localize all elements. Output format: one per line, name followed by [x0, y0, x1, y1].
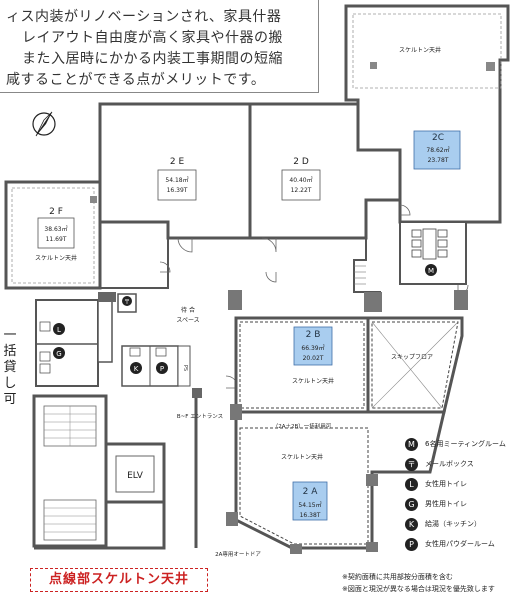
skip-floor-area	[366, 290, 468, 414]
auto-door-label: 2A専用オートドア	[215, 550, 261, 558]
vertical-char: 可	[3, 392, 17, 407]
room-2b-skeleton: スケルトン天井	[292, 377, 334, 385]
svg-text:G: G	[56, 350, 61, 358]
womens-toilet-icon: L	[405, 478, 418, 491]
meeting-room-icon: M	[405, 438, 418, 451]
room-2c-tsubo: 23.78T	[428, 157, 449, 164]
room-2d-area: 40.40㎡	[289, 176, 312, 184]
skeleton-banner-text: 点線部スケルトン天井	[48, 572, 189, 587]
waiting-space-label-2: スペース	[176, 317, 199, 324]
footnote-current-condition: ※図面と現況が異なる場合は現況を優先致します	[342, 585, 495, 593]
svg-text:K: K	[134, 365, 139, 373]
room-2c-name: 2C	[432, 133, 444, 143]
outer-wall-lower	[34, 388, 202, 550]
room-2f-name: 2 F	[49, 207, 63, 217]
room-2b-tsubo: 20.02T	[303, 355, 324, 362]
intro-line-2: レイアウト自由度が高く家具や什器の搬	[22, 30, 283, 46]
stairs	[32, 394, 108, 548]
vertical-char: 括	[3, 344, 17, 359]
room-2a-name: 2 A	[303, 487, 319, 497]
north-arrow-icon	[32, 111, 56, 137]
room-2a-area: 54.15㎡	[298, 501, 321, 509]
elevator: ELV	[104, 442, 166, 504]
footnote-area: ※契約面積に共用部按分面積を含む	[342, 573, 453, 581]
svg-text:P: P	[160, 365, 164, 373]
legend-label: 女性用パウダールーム	[425, 540, 495, 548]
intro-line-3: また入居時にかかる内装工事期間の短縮	[22, 51, 283, 67]
room-2f-skeleton: スケルトン天井	[35, 254, 77, 262]
vertical-char: 一	[3, 328, 17, 343]
meeting-room-6[interactable]: M	[399, 221, 467, 285]
room-2e-tsubo: 16.39T	[167, 187, 188, 194]
ps-label: PS	[182, 365, 188, 371]
elv-label: ELV	[127, 471, 144, 481]
intro-line-4: 咸することができる点がメリットです。	[6, 72, 266, 88]
legend-label: 6名用ミーティングルーム	[425, 440, 506, 448]
room-2e[interactable]	[98, 102, 252, 240]
room-2c-skeleton: スケルトン天井	[399, 46, 441, 54]
room-2a-skeleton: スケルトン天井	[281, 453, 323, 461]
mailbox-icon: 〒	[405, 458, 418, 471]
entrance-label: B~F エントランス	[177, 413, 223, 420]
intro-text-box: ィス内装がリノベーションされ、家具什器 レイアウト自由度が高く家具や什器の搬 ま…	[0, 0, 319, 93]
legend-label: 給湯（キッチン）	[425, 520, 481, 528]
combined-lease-label: （2A＋2B）一括利用可	[273, 422, 332, 430]
service-block: L G 〒 K P PS	[35, 292, 191, 387]
room-2e-area: 54.18㎡	[165, 176, 188, 184]
svg-text:L: L	[57, 326, 61, 334]
room-2f-tsubo: 11.69T	[46, 236, 67, 243]
room-2e-name: 2 E	[170, 157, 185, 167]
room-2b-area: 66.39㎡	[301, 344, 324, 352]
waiting-space-label-1: 待 合	[181, 306, 195, 314]
legend-label: 男性用トイレ	[425, 500, 467, 508]
room-2b-name: 2 B	[306, 330, 321, 340]
legend-label: メールボックス	[425, 460, 474, 468]
room-2a[interactable]	[226, 404, 446, 554]
room-2d-name: 2 D	[293, 157, 309, 167]
plan-labels: 2C 78.62㎡ 23.78T スケルトン天井 2 E 54.18㎡ 16.3…	[35, 46, 450, 558]
kitchen-icon: K	[405, 518, 418, 531]
bulk-lease-vertical-text: 一 括 貸 し 可	[2, 328, 18, 408]
legend-label: 女性用トイレ	[425, 480, 467, 488]
vertical-char: し	[3, 376, 17, 391]
room-2c-area: 78.62㎡	[426, 146, 449, 154]
vertical-char: 貸	[3, 360, 17, 375]
svg-text:〒: 〒	[124, 299, 130, 306]
skeleton-ceiling-banner: 点線部スケルトン天井	[30, 568, 208, 592]
intro-line-1: ィス内装がリノベーションされ、家具什器	[6, 9, 282, 25]
room-2f-area: 38.63㎡	[44, 225, 67, 233]
svg-text:M: M	[428, 267, 434, 275]
mens-toilet-icon: G	[405, 498, 418, 511]
room-2f[interactable]	[4, 180, 102, 290]
room-2a-tsubo: 16.38T	[300, 512, 321, 519]
skip-floor-label: スキップフロア	[391, 354, 433, 361]
powder-room-icon: P	[405, 538, 418, 551]
room-2d-tsubo: 12.22T	[291, 187, 312, 194]
